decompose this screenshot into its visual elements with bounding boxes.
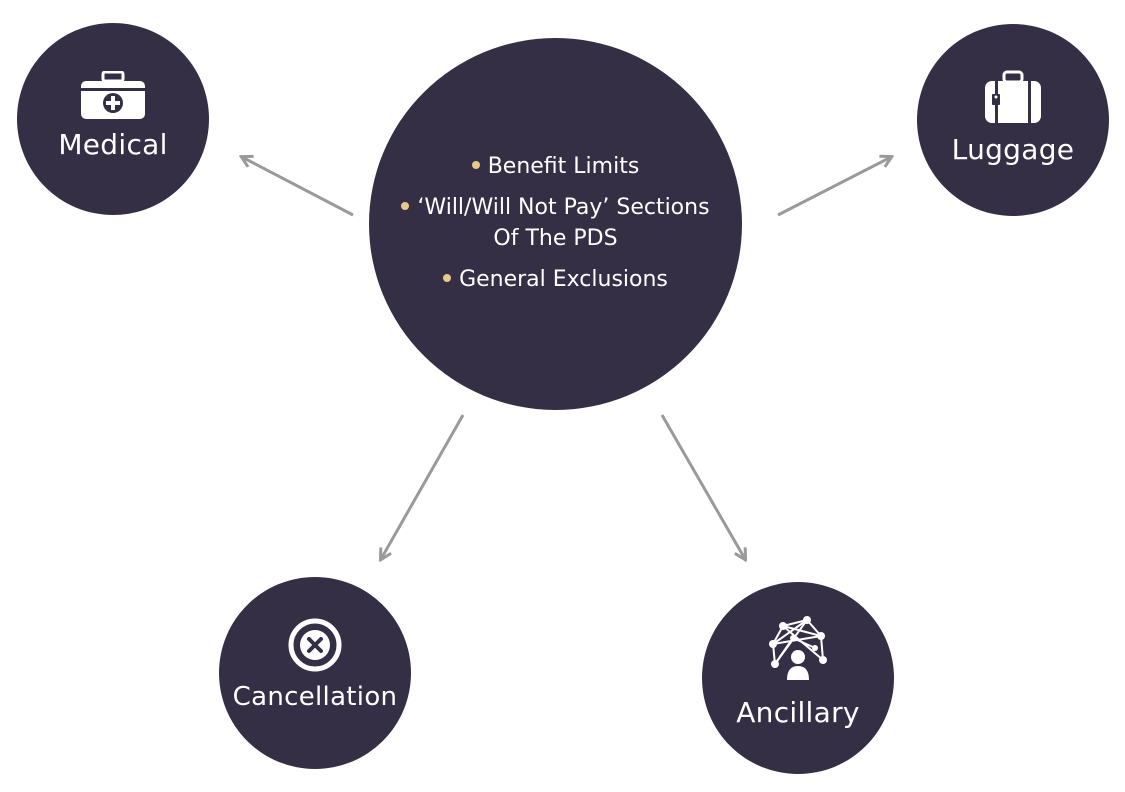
center-circle: Benefit Limits ‘Will/Will Not Pay’ Secti…: [369, 38, 742, 410]
bullet-text: ‘Will/Will Not Pay’ Sections Of The PDS: [417, 195, 710, 251]
first-aid-kit-icon: [81, 71, 145, 119]
cancel-x-icon: [288, 618, 342, 672]
bullet-list: Benefit Limits ‘Will/Will Not Pay’ Secti…: [389, 151, 722, 305]
medical-label: Medical: [58, 128, 168, 161]
network-person-icon: [769, 616, 827, 680]
bullet-dot-icon: [471, 161, 480, 169]
cancellation-node: Cancellation: [219, 577, 411, 769]
luggage-node: Luggage: [917, 24, 1109, 216]
bullet-dot-icon: [443, 274, 452, 282]
cancellation-label: Cancellation: [232, 682, 398, 712]
arrow-to-luggage: [777, 157, 891, 217]
medical-node: Medical: [17, 23, 209, 215]
ancillary-node: Ancillary: [702, 582, 894, 774]
arrow-to-medical: [242, 157, 354, 217]
bullet-text: Benefit Limits: [487, 154, 640, 179]
arrow-to-cancellation: [381, 414, 465, 559]
ancillary-label: Ancillary: [736, 696, 860, 729]
bullet-dot-icon: [401, 202, 410, 210]
arrow-to-ancillary: [660, 414, 745, 559]
suitcase-icon: [985, 70, 1041, 123]
luggage-label: Luggage: [951, 133, 1075, 166]
bullet-item: ‘Will/Will Not Pay’ Sections Of The PDS: [389, 192, 722, 254]
bullet-item: General Exclusions: [389, 264, 722, 295]
bullet-item: Benefit Limits: [389, 151, 722, 182]
bullet-text: General Exclusions: [459, 267, 668, 292]
